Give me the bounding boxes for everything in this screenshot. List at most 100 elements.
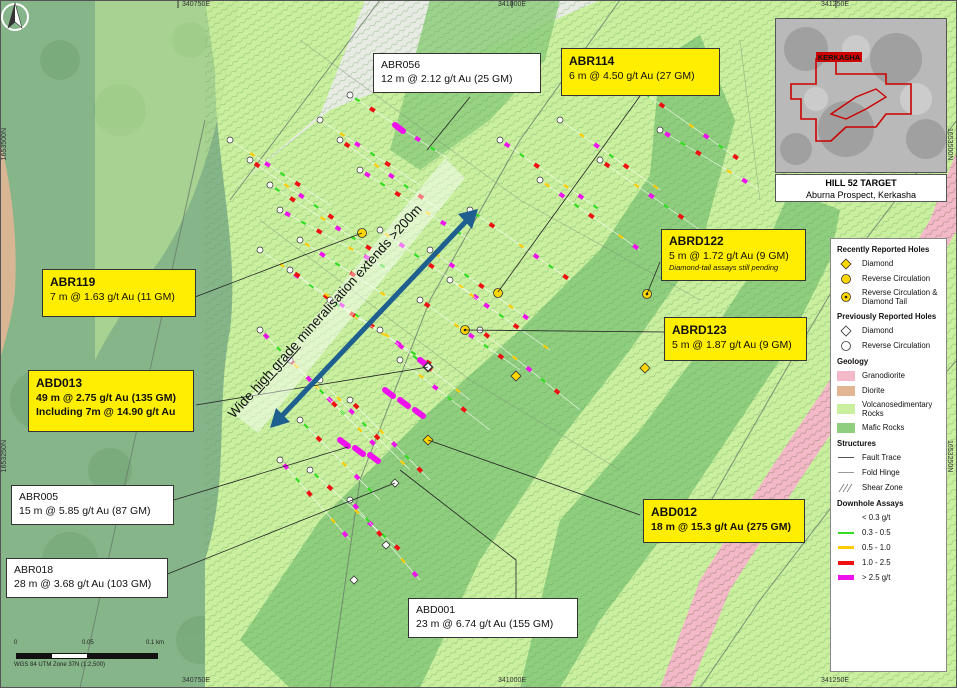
collar-rc-previous[interactable] — [376, 226, 384, 234]
callout-abd013-result: 49 m @ 2.75 g/t Au (135 GM) — [36, 392, 176, 405]
collar-rc-previous[interactable] — [256, 246, 264, 254]
assay-interval — [573, 203, 580, 209]
drillhole-trace — [359, 169, 471, 241]
drillhole-trace — [279, 209, 391, 271]
collar-diamond-previous[interactable] — [349, 575, 359, 585]
assay-interval — [532, 253, 540, 260]
assay-interval — [688, 123, 695, 129]
collar-rc-previous[interactable] — [296, 416, 304, 424]
assay-interval — [392, 122, 406, 134]
assay-interval — [512, 323, 520, 330]
collar-rc-previous[interactable] — [596, 156, 604, 164]
collar-diamond-recent[interactable] — [510, 370, 522, 382]
grid-label-right-2: 1653250N — [946, 440, 953, 473]
callout-abr005[interactable]: ABR005 15 m @ 5.85 g/t Au (87 GM) — [11, 485, 174, 525]
assay-interval — [369, 151, 376, 157]
collar-rc-previous[interactable] — [396, 356, 404, 364]
assay-interval — [313, 473, 320, 479]
collar-diamond-recent[interactable] — [639, 362, 651, 374]
legend-label: Fold Hinge — [862, 468, 900, 477]
callout-abrd123[interactable]: ABRD123 5 m @ 1.87 g/t Au (9 GM) — [664, 317, 807, 361]
collar-rc-previous[interactable] — [296, 236, 304, 244]
assay-interval — [293, 271, 301, 279]
assay-interval — [341, 461, 348, 468]
callout-abr114-name: ABR114 — [569, 54, 615, 68]
callout-abd012[interactable]: ABD012 18 m @ 15.3 g/t Au (275 GM) — [643, 499, 805, 543]
collar-rc-previous[interactable] — [226, 136, 234, 144]
collar-rc-previous[interactable] — [306, 466, 314, 474]
collar-rc-recent[interactable] — [493, 288, 503, 298]
callout-abd001[interactable]: ABD001 23 m @ 6.74 g/t Au (155 GM) — [408, 598, 578, 638]
assay-interval — [293, 363, 299, 369]
assay-interval — [412, 407, 426, 419]
collar-rc-previous[interactable] — [246, 156, 254, 164]
assay-interval — [315, 228, 323, 235]
white-diamond-icon — [840, 324, 852, 337]
collar-rc-previous[interactable] — [496, 136, 504, 144]
assay-interval — [694, 149, 702, 157]
callout-abr056[interactable]: ABR056 12 m @ 2.12 g/t Au (25 GM) — [373, 53, 541, 93]
assay-interval — [318, 388, 325, 395]
collar-rc-previous[interactable] — [286, 266, 294, 274]
collar-rc-previous[interactable] — [336, 136, 344, 144]
assay-interval — [300, 220, 307, 226]
assay-interval — [305, 375, 313, 383]
drillhole-traces — [229, 89, 761, 581]
callout-abrd122[interactable]: ABRD122 5 m @ 1.72 g/t Au (9 GM) Diamond… — [661, 229, 806, 281]
collar-rc-previous[interactable] — [416, 296, 424, 304]
drillhole-trace — [319, 119, 421, 186]
inset-title: HILL 52 TARGET — [825, 178, 897, 188]
assay-interval — [262, 332, 270, 340]
collar-rc-previous[interactable] — [326, 296, 334, 304]
assay-interval — [540, 377, 546, 383]
inset-subtitle: Aburna Prospect, Kerkasha — [805, 190, 917, 200]
collar-rc-previous[interactable] — [346, 91, 354, 99]
assay-interval — [364, 517, 371, 523]
callout-abr018[interactable]: ABR018 28 m @ 3.68 g/t Au (103 GM) — [6, 558, 168, 598]
callout-abr114[interactable]: ABR114 6 m @ 4.50 g/t Au (27 GM) — [561, 48, 720, 96]
collar-rc-previous[interactable] — [376, 326, 384, 334]
callout-abd001-name: ABD001 — [416, 604, 456, 616]
collar-rc-previous[interactable] — [276, 456, 284, 464]
collar-rc-previous[interactable] — [426, 246, 434, 254]
callout-abd013[interactable]: ABD013 49 m @ 2.75 g/t Au (135 GM) Inclu… — [28, 370, 194, 432]
assay-interval — [498, 313, 505, 319]
drillhole-trace — [229, 139, 331, 206]
collar-rc-previous[interactable] — [256, 326, 264, 334]
assay-interval — [379, 181, 386, 187]
assay-interval — [664, 131, 671, 138]
assay-interval — [478, 282, 485, 290]
assay-interval — [403, 183, 409, 189]
assay-interval — [448, 262, 456, 269]
callout-abr119[interactable]: ABR119 7 m @ 1.63 g/t Au (11 GM) — [42, 269, 196, 317]
collar-rc-previous[interactable] — [276, 206, 284, 214]
collar-rc-previous[interactable] — [286, 356, 294, 364]
granodiorite-hatching — [660, 150, 957, 688]
collar-diamond-previous[interactable] — [381, 540, 391, 550]
collar-rc-previous[interactable] — [356, 166, 364, 174]
callout-abrd123-result: 5 m @ 1.87 g/t Au (9 GM) — [672, 339, 792, 352]
assay-interval — [341, 530, 349, 538]
assay-interval — [324, 292, 330, 298]
collar-rc-previous[interactable] — [316, 116, 324, 124]
assay-interval — [352, 445, 366, 457]
collar-rc-previous[interactable] — [446, 276, 454, 284]
collar-rc-previous[interactable] — [346, 396, 354, 404]
collar-rc-previous[interactable] — [556, 116, 564, 124]
assay-interval — [337, 437, 351, 449]
assay-interval — [334, 261, 341, 267]
assay-interval — [320, 216, 326, 222]
yellow-circle-icon — [841, 273, 851, 284]
callout-abd013-including: Including 7m @ 14.90 g/t Au — [36, 406, 176, 419]
assay-interval — [363, 254, 370, 261]
assay-interval — [276, 346, 282, 352]
assay-interval — [294, 180, 302, 188]
assay-interval — [308, 283, 315, 289]
collar-rc-previous[interactable] — [656, 126, 664, 134]
grid-label-left-2: 1653250N — [1, 440, 8, 473]
callout-abrd122-name: ABRD122 — [669, 234, 724, 248]
scale-tick-1: 0.05 — [82, 640, 94, 646]
collar-rc-previous[interactable] — [536, 176, 544, 184]
collar-rc-previous[interactable] — [266, 181, 274, 189]
